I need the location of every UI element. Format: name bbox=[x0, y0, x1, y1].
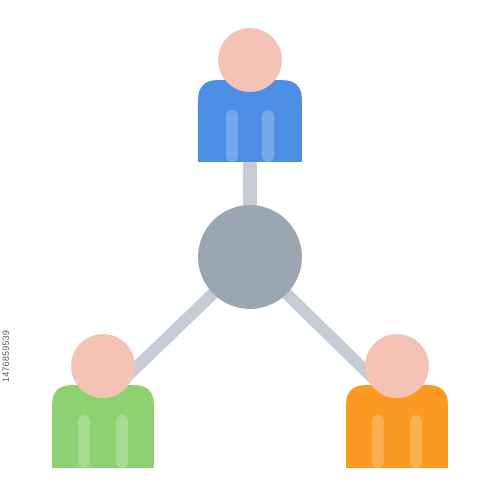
person-left-body bbox=[52, 385, 154, 468]
person-left-head bbox=[71, 334, 135, 398]
person-left-icon bbox=[52, 334, 154, 468]
person-right-body bbox=[346, 385, 448, 468]
person-right-head bbox=[365, 334, 429, 398]
person-right-icon bbox=[346, 334, 448, 468]
hub-node-icon bbox=[198, 205, 302, 309]
person-top-head bbox=[218, 28, 282, 92]
person-top-body bbox=[198, 80, 302, 162]
person-top-icon bbox=[198, 28, 302, 162]
